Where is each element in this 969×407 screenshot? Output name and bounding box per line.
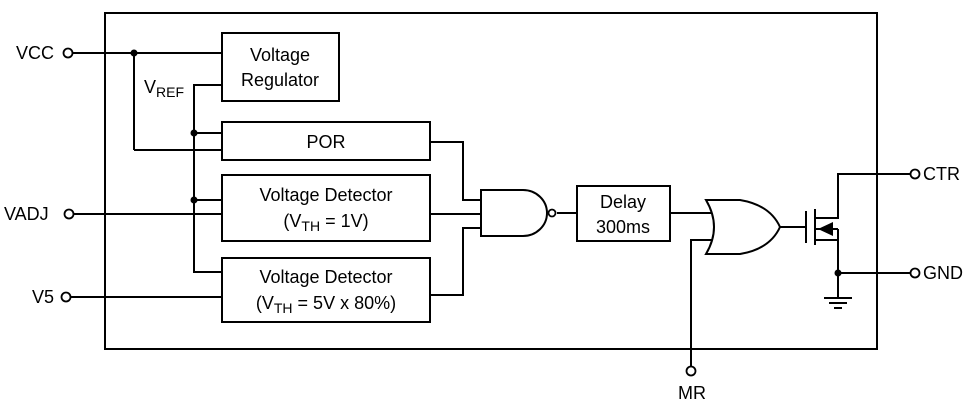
- pin-ctr-label: CTR: [923, 164, 960, 184]
- detector2-line2: (VTH = 5V x 80%): [256, 293, 396, 316]
- or-gate: [704, 199, 782, 255]
- junction-vref-det1: [190, 196, 198, 204]
- junction-gnd: [834, 269, 842, 277]
- pin-ctr: CTR: [909, 164, 960, 184]
- vref-label: VREF: [144, 77, 184, 100]
- por-label: POR: [306, 132, 345, 152]
- delay-block: Delay 300ms: [576, 185, 671, 242]
- junction-vcc: [130, 49, 138, 57]
- voltage-detector-1-block: Voltage Detector (VTH = 1V): [221, 174, 431, 242]
- pin-gnd: GND: [909, 263, 963, 283]
- ic-boundary: [104, 12, 878, 350]
- por-block: POR: [221, 121, 431, 161]
- detector2-line1: Voltage Detector: [259, 267, 392, 287]
- pin-vcc: VCC: [16, 43, 74, 63]
- ground-symbol: [824, 297, 852, 309]
- pin-vadj: VADJ: [4, 204, 75, 224]
- pin-vadj-label: VADJ: [4, 204, 49, 224]
- pin-gnd-label: GND: [923, 263, 963, 283]
- pin-v5-label: V5: [32, 287, 54, 307]
- voltage-detector-2-block: Voltage Detector (VTH = 5V x 80%): [221, 257, 431, 323]
- detector1-line1: Voltage Detector: [259, 185, 392, 205]
- pin-vcc-label: VCC: [16, 43, 54, 63]
- mosfet-transistor: [805, 209, 839, 245]
- junction-vref-por: [190, 129, 198, 137]
- delay-line2: 300ms: [596, 217, 650, 237]
- delay-line1: Delay: [600, 192, 646, 212]
- detector1-line2: (VTH = 1V): [283, 211, 368, 234]
- nand-gate: [480, 189, 557, 237]
- pin-mr: MR: [678, 365, 706, 403]
- regulator-line2: Regulator: [241, 70, 319, 90]
- voltage-regulator-block: Voltage Regulator: [221, 32, 340, 102]
- pin-mr-label: MR: [678, 383, 706, 403]
- pin-v5: V5: [32, 287, 72, 307]
- mosfet-arrow: [818, 222, 833, 236]
- regulator-line1: Voltage: [250, 45, 310, 65]
